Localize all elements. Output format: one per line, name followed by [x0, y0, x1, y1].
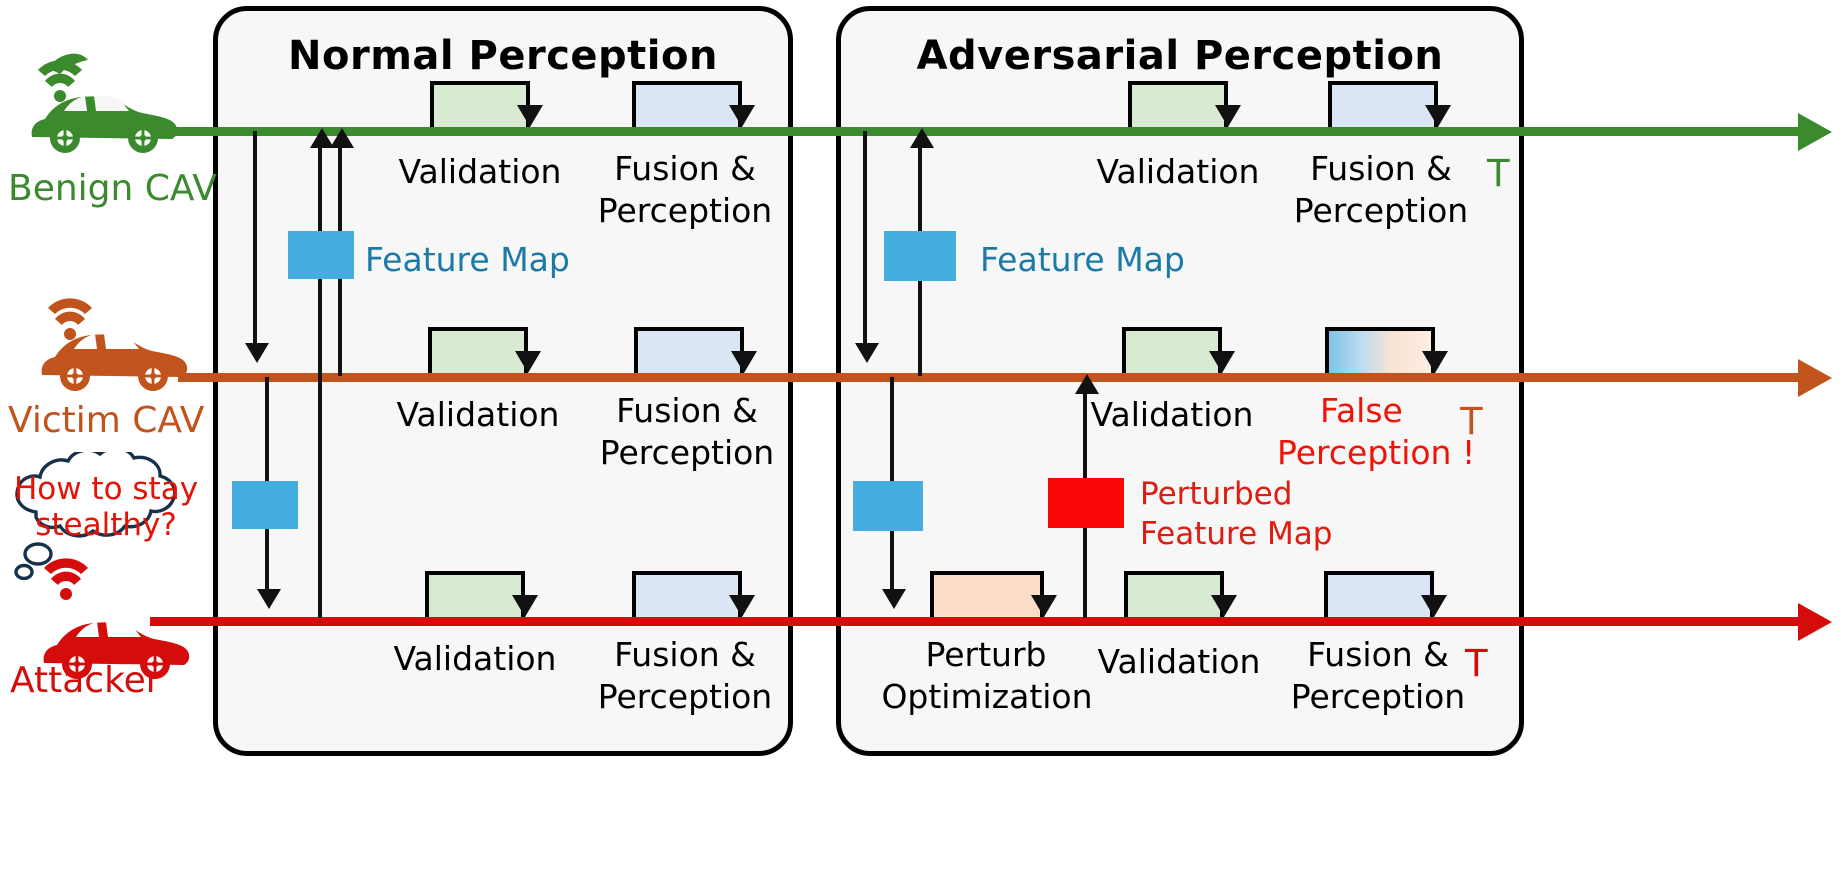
- timeline-benign-arrowhead: [1798, 113, 1832, 151]
- stage-arrow-fusion-benign-normal: [729, 105, 755, 127]
- stage-label-fusion-attacker-adv-l2: Perception: [1290, 677, 1466, 716]
- axis-end-label-attacker: T: [1465, 642, 1488, 685]
- axis-end-label-victim: T: [1460, 400, 1483, 443]
- perturbed-feature-map-chip: [1048, 478, 1124, 528]
- stage-label-validation-benign-adv: Validation: [1096, 152, 1260, 191]
- connector-benign-to-victim-adv-arrowhead: [855, 343, 879, 363]
- stage-arrow-validation-attacker-normal: [512, 595, 538, 617]
- stage-box-validation-attacker-adv: [1124, 571, 1224, 617]
- connector-benign-to-victim-adv: [863, 131, 867, 343]
- stage-label-fusion-attacker-adv-l1: Fusion &: [1307, 635, 1449, 674]
- false-perception-label-l1: False: [1320, 391, 1403, 430]
- stage-box-validation-benign-normal: [430, 81, 530, 127]
- stage-label-fusion-victim-normal-l1: Fusion &: [616, 391, 758, 430]
- connector-benign-to-victim-normal-arrowhead: [245, 343, 269, 363]
- stage-label-perturb-adv-l2: Optimization: [881, 677, 1093, 716]
- stage-arrow-validation-benign-normal: [517, 105, 543, 127]
- feature-map-chip-attacker-adv: [853, 481, 923, 531]
- thought-bubble: [0, 452, 240, 592]
- stage-box-perturb-optimization-adv: [930, 571, 1044, 617]
- stage-box-validation-victim-normal: [428, 327, 528, 373]
- timeline-victim: [178, 373, 1800, 382]
- attacker-car-icon: [30, 578, 200, 683]
- timeline-victim-arrowhead: [1798, 359, 1832, 397]
- timeline-benign: [152, 127, 1800, 136]
- stage-label-fusion-benign-adv-l1: Fusion &: [1310, 149, 1452, 188]
- stage-box-validation-attacker-normal: [425, 571, 525, 617]
- connector-victim-to-attacker-adv-arrowhead: [882, 589, 906, 609]
- stage-label-fusion-benign-adv-l2: Perception: [1293, 191, 1469, 230]
- stage-box-fusion-attacker-adv: [1324, 571, 1434, 617]
- stage-label-fusion-benign-normal-l2: Perception: [597, 191, 773, 230]
- feature-map-label-adv: Feature Map: [980, 240, 1185, 279]
- stage-arrow-fusion-victim-normal: [731, 351, 757, 373]
- stage-label-perturb-adv-l1: Perturb: [925, 635, 1047, 674]
- stage-label-fusion-attacker-normal-l2: Perception: [597, 677, 773, 716]
- thought-bubble-line2: stealthy?: [35, 507, 177, 543]
- connector-victim-to-benign-normal-arrowhead: [330, 128, 354, 148]
- feature-map-chip-attacker-normal: [232, 481, 298, 529]
- stage-label-validation-victim-adv: Validation: [1090, 395, 1254, 434]
- stage-arrow-fusion-benign-adv: [1425, 105, 1451, 127]
- stage-box-false-perception-victim-adv: [1325, 327, 1435, 373]
- stage-box-fusion-attacker-normal: [632, 571, 742, 617]
- stage-arrow-perturb-optimization-adv: [1031, 595, 1057, 617]
- stage-label-validation-benign-normal: Validation: [398, 152, 562, 191]
- actor-label-benign-cav: Benign CAV: [8, 168, 217, 209]
- stage-box-validation-victim-adv: [1122, 327, 1222, 373]
- stage-arrow-fusion-attacker-normal: [729, 595, 755, 617]
- stage-box-fusion-benign-adv: [1328, 81, 1438, 127]
- stage-arrow-false-perception-victim-adv: [1422, 351, 1448, 373]
- stage-label-fusion-victim-normal-l2: Perception: [599, 433, 775, 472]
- stage-box-fusion-victim-normal: [634, 327, 744, 373]
- feature-map-chip-benign-adv: [884, 231, 956, 281]
- connector-attacker-to-benign-normal: [318, 148, 322, 618]
- attacker-wifi-icon: [38, 552, 108, 608]
- stage-arrow-validation-victim-adv: [1209, 351, 1235, 373]
- axis-end-label-benign: T: [1487, 152, 1510, 195]
- stage-box-validation-benign-adv: [1128, 81, 1228, 127]
- stage-label-fusion-benign-normal-l1: Fusion &: [614, 149, 756, 188]
- benign-cav-icon: [18, 52, 188, 157]
- stage-arrow-validation-benign-adv: [1215, 105, 1241, 127]
- timeline-attacker: [150, 617, 1800, 626]
- stage-arrow-validation-attacker-adv: [1211, 595, 1237, 617]
- connector-attacker-to-benign-normal-arrowhead: [310, 128, 334, 148]
- perturbed-feature-map-label-l1: Perturbed: [1140, 476, 1293, 512]
- stage-label-fusion-attacker-normal-l1: Fusion &: [614, 635, 756, 674]
- connector-attacker-to-victim-adv-arrowhead: [1075, 374, 1099, 394]
- connector-benign-to-victim-normal: [253, 131, 257, 343]
- connector-victim-to-benign-adv-arrowhead: [910, 128, 934, 148]
- actor-label-victim-cav: Victim CAV: [8, 400, 205, 441]
- stage-label-validation-attacker-adv: Validation: [1097, 642, 1261, 681]
- feature-map-label-normal: Feature Map: [365, 240, 570, 279]
- stage-label-validation-attacker-normal: Validation: [393, 639, 557, 678]
- thought-bubble-line1: How to stay: [13, 471, 199, 507]
- feature-map-chip-benign-normal: [288, 231, 354, 279]
- perturbed-feature-map-label-l2: Feature Map: [1140, 516, 1333, 552]
- stage-arrow-validation-victim-normal: [515, 351, 541, 373]
- connector-victim-to-attacker-normal-arrowhead: [257, 589, 281, 609]
- stage-arrow-fusion-attacker-adv: [1421, 595, 1447, 617]
- stage-box-fusion-benign-normal: [632, 81, 742, 127]
- stage-label-validation-victim-normal: Validation: [396, 395, 560, 434]
- panel-title-adversarial: Adversarial Perception: [916, 33, 1444, 79]
- panel-title-normal: Normal Perception: [288, 33, 718, 79]
- actor-label-attacker: Attacker: [10, 660, 161, 701]
- victim-cav-icon: [28, 290, 198, 395]
- false-perception-label-l2: Perception !: [1277, 433, 1476, 472]
- timeline-attacker-arrowhead: [1798, 603, 1832, 641]
